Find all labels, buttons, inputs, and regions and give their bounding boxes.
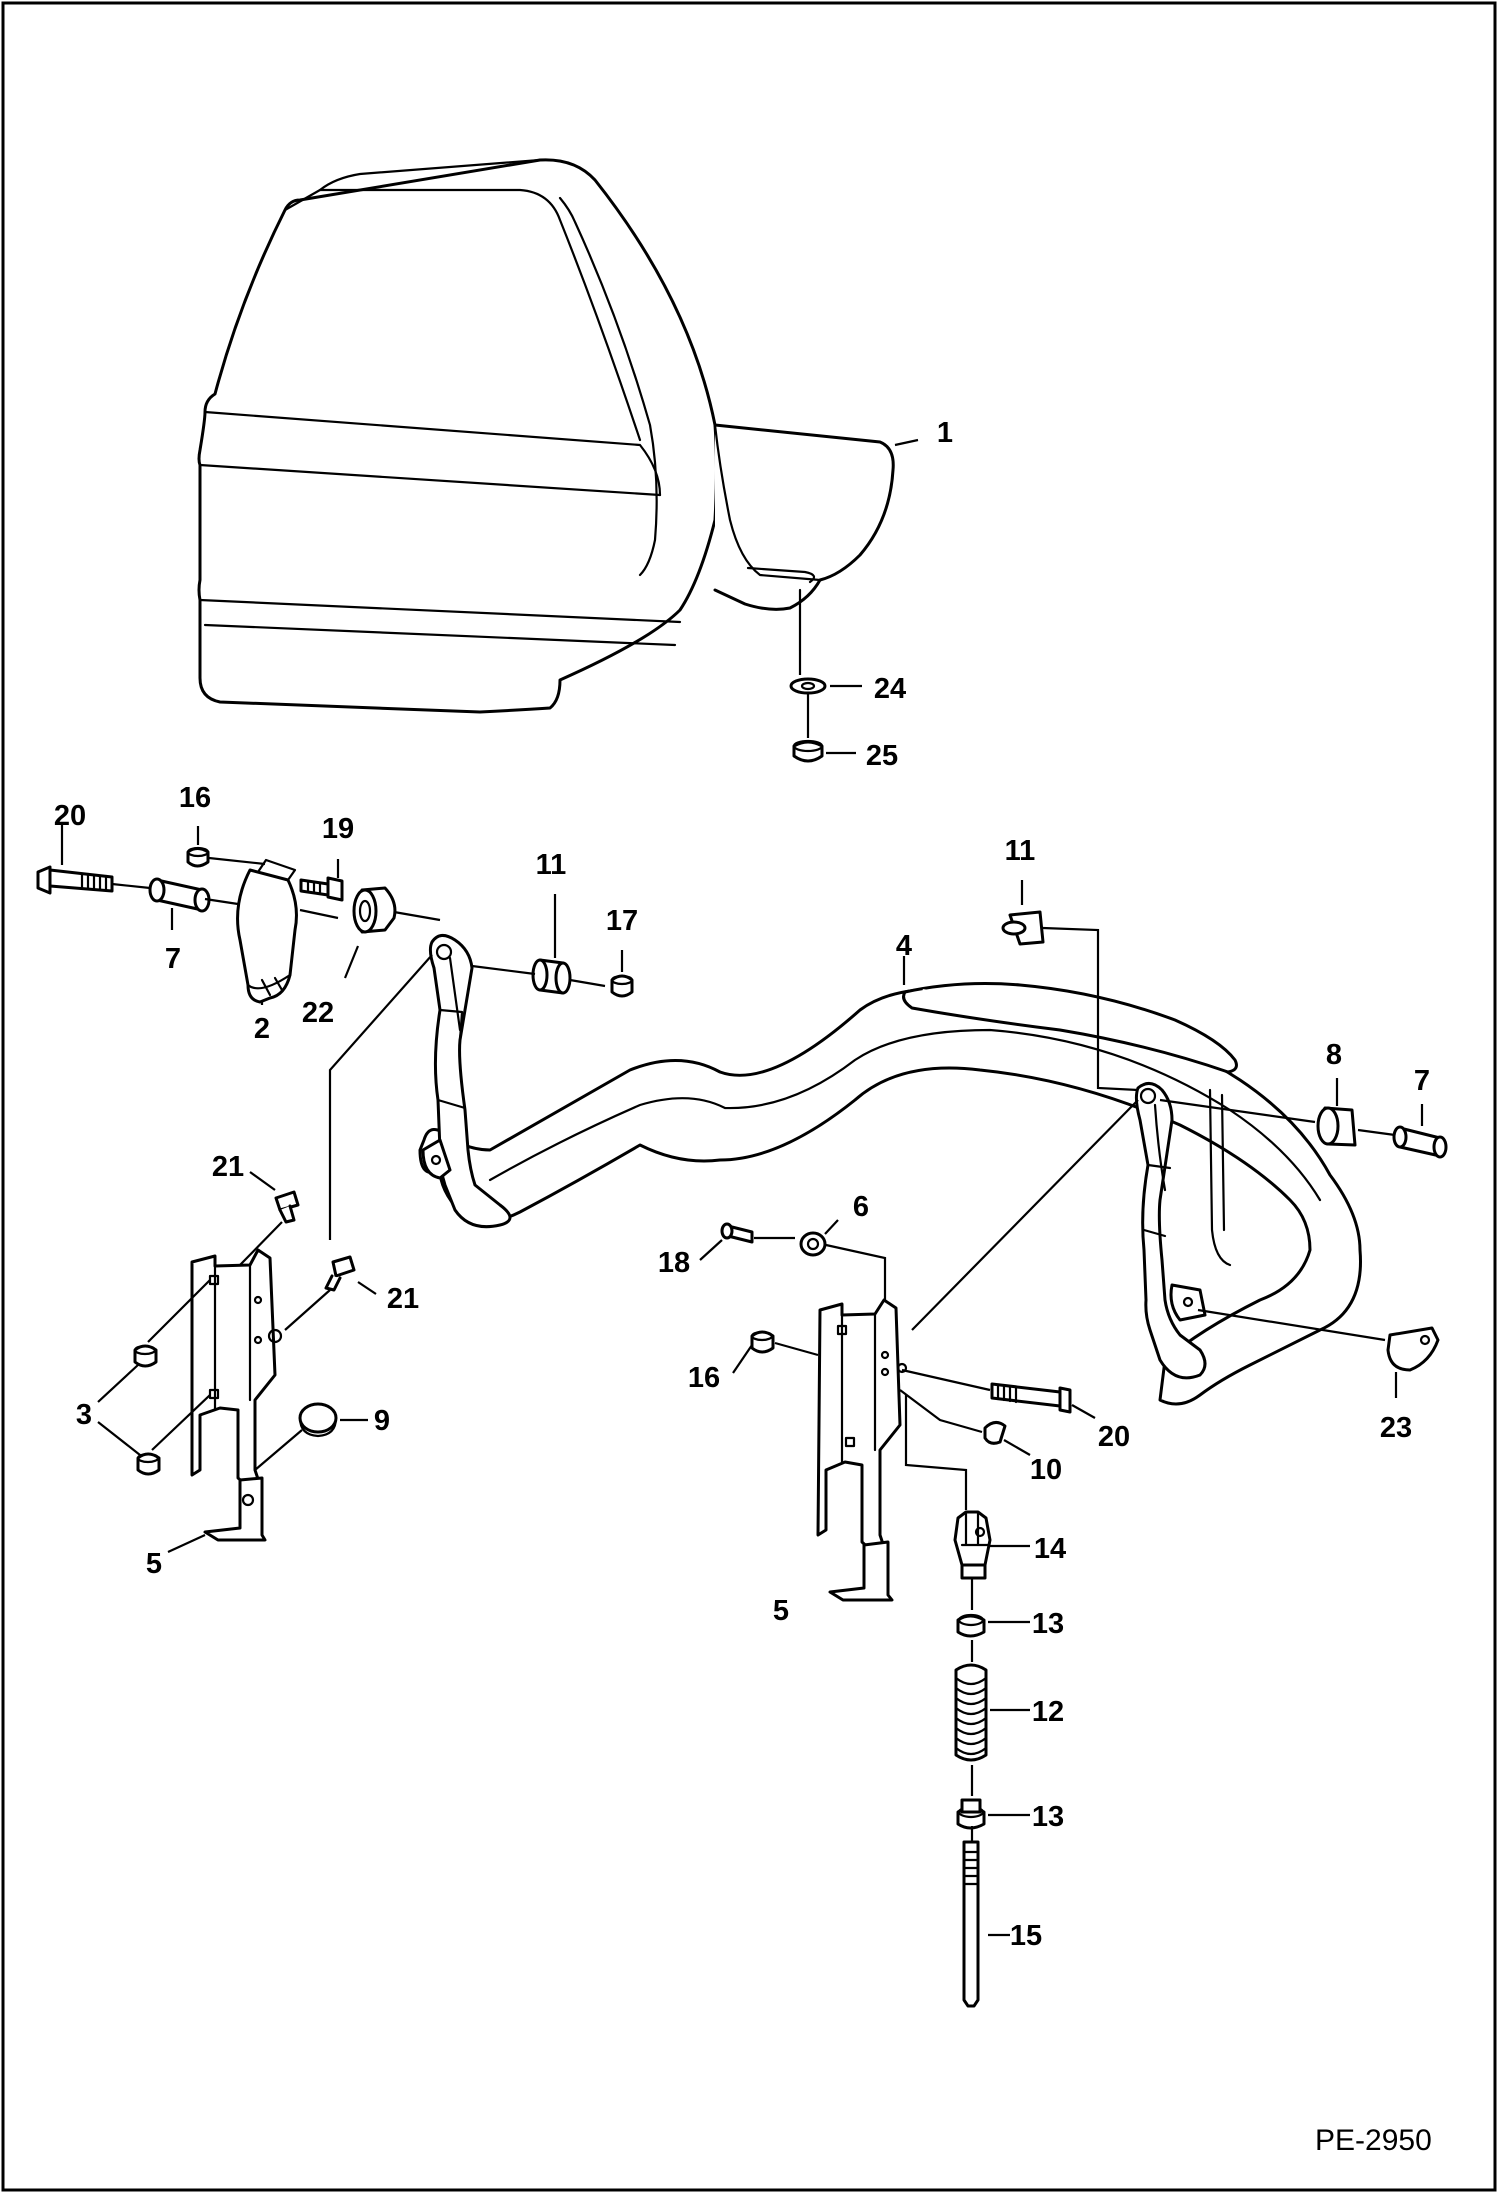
bolt-21-lower: [324, 1255, 356, 1292]
callout-c3: 3: [76, 1399, 92, 1431]
callout-c7b: 7: [1414, 1065, 1430, 1097]
bushing-11-left: [531, 958, 572, 995]
bolt-21-upper: [274, 1190, 300, 1224]
nut-16-left: [186, 846, 210, 868]
rod-15: [962, 1840, 980, 2008]
callout-c5a: 5: [146, 1548, 162, 1580]
callout-c14: 14: [1034, 1533, 1066, 1565]
nut-3-lower: [136, 1452, 161, 1476]
nut-16-right: [750, 1330, 775, 1354]
callout-c23: 23: [1380, 1412, 1412, 1444]
washer-24: [789, 650, 827, 695]
bolt-19: [299, 876, 344, 902]
callout-c6: 6: [853, 1191, 869, 1223]
callout-c13b: 13: [1032, 1801, 1064, 1833]
callout-c20b: 20: [1098, 1421, 1130, 1453]
seat: [197, 158, 895, 714]
callout-c18: 18: [658, 1247, 690, 1279]
callout-c24: 24: [874, 673, 906, 705]
spacer-7-left: [148, 877, 211, 913]
callout-c8: 8: [1326, 1039, 1342, 1071]
pin-18: [720, 1222, 754, 1244]
clamp-2: [236, 858, 298, 1004]
callout-c20a: 20: [54, 800, 86, 832]
callout-c21a: 21: [212, 1151, 244, 1183]
callout-c12: 12: [1032, 1696, 1064, 1728]
callout-c10: 10: [1030, 1454, 1062, 1486]
bolt-20-right: [990, 1382, 1072, 1414]
callout-c13a: 13: [1032, 1608, 1064, 1640]
reference-code: PE-2950: [1315, 2124, 1432, 2157]
callout-c16b: 16: [688, 1362, 720, 1394]
bushing-11-right: [1001, 910, 1045, 946]
callout-c9: 9: [374, 1405, 390, 1437]
nut-3-upper: [133, 1344, 158, 1368]
callout-c4: 4: [896, 930, 912, 962]
bushing-22: [352, 886, 397, 934]
callout-c11b: 11: [1005, 835, 1036, 867]
washer-13-lower: [956, 1798, 986, 1830]
callout-c19: 19: [322, 813, 354, 845]
clip-10: [983, 1421, 1007, 1445]
nut-17: [610, 974, 634, 998]
bracket-23: [1386, 1326, 1440, 1372]
spring-12: [954, 1663, 988, 1762]
bracket-5-left: [190, 1248, 283, 1542]
bushing-6: [799, 1231, 827, 1257]
callout-c15: 15: [1010, 1920, 1042, 1952]
callout-c7a: 7: [165, 943, 181, 975]
bushing-8: [1316, 1106, 1357, 1147]
spacer-7-right: [1392, 1125, 1448, 1159]
callout-c2: 2: [254, 1013, 270, 1045]
callout-c5b: 5: [773, 1595, 789, 1627]
washer-13-upper: [956, 1613, 986, 1638]
callout-c21b: 21: [387, 1283, 419, 1315]
callout-c16a: 16: [179, 782, 211, 814]
nut-25: [792, 694, 824, 763]
callout-c22: 22: [302, 997, 334, 1029]
plug-9: [298, 1402, 338, 1438]
callout-c17: 17: [606, 905, 638, 937]
clevis-14: [953, 1510, 992, 1580]
callout-c1: 1: [937, 417, 953, 449]
bracket-5-right: [816, 1298, 908, 1602]
callout-c25: 25: [866, 740, 898, 772]
seat-bar-4: FASTEN SEAT BELT: [418, 934, 1362, 1406]
bolt-20-left: [36, 865, 114, 895]
callout-c11a: 11: [536, 849, 567, 881]
